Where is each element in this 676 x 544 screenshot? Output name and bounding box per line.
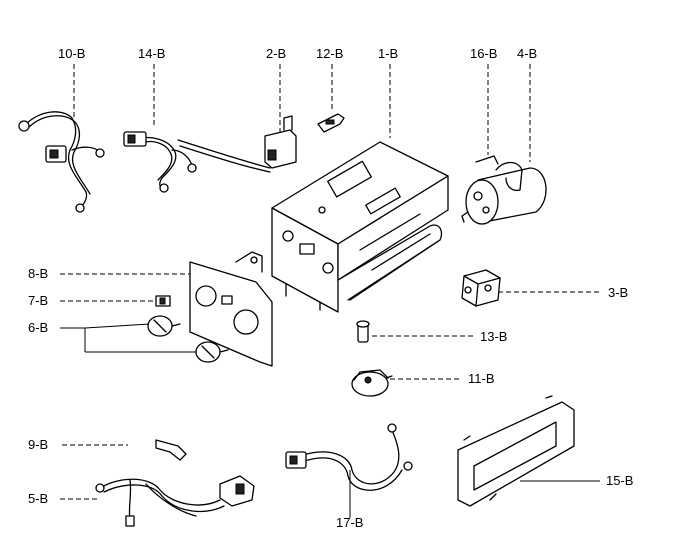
label-9-b: 9-B bbox=[28, 437, 48, 452]
label-14-b: 14-B bbox=[138, 46, 165, 61]
label-3-b: 3-B bbox=[608, 285, 628, 300]
label-17-b: 17-B bbox=[336, 515, 363, 530]
label-5-b: 5-B bbox=[28, 491, 48, 506]
label-11-b: 11-B bbox=[468, 371, 495, 386]
timer-3-b bbox=[461, 269, 501, 307]
capacitor-4-b bbox=[461, 155, 547, 225]
harness-17-b bbox=[285, 423, 413, 491]
label-4-b: 4-B bbox=[517, 46, 537, 61]
leader-lines bbox=[60, 64, 602, 518]
pin-13-b bbox=[356, 320, 370, 343]
chassis-1-b bbox=[271, 141, 449, 313]
label-12-b: 12-B bbox=[316, 46, 343, 61]
label-6-b: 6-B bbox=[28, 320, 48, 335]
label-16-b: 16-B bbox=[470, 46, 497, 61]
label-8-b: 8-B bbox=[28, 266, 48, 281]
harness-14-b bbox=[123, 131, 197, 193]
motor-11-b bbox=[351, 369, 393, 397]
control-panel-8-b bbox=[189, 251, 273, 367]
switch-2-b bbox=[177, 115, 297, 173]
label-7-b: 7-B bbox=[28, 293, 48, 308]
label-13-b: 13-B bbox=[480, 329, 507, 344]
harness-10-b bbox=[18, 111, 105, 213]
label-10-b: 10-B bbox=[58, 46, 85, 61]
switch-7-b bbox=[155, 295, 171, 307]
clip-9-b bbox=[155, 439, 187, 461]
knobs-6-b bbox=[147, 315, 229, 363]
label-2-b: 2-B bbox=[266, 46, 286, 61]
label-1-b: 1-B bbox=[378, 46, 398, 61]
harness-5-b bbox=[95, 475, 255, 527]
window-frame-15-b bbox=[457, 395, 575, 507]
clip-12-b bbox=[317, 113, 345, 133]
label-15-b: 15-B bbox=[606, 473, 633, 488]
